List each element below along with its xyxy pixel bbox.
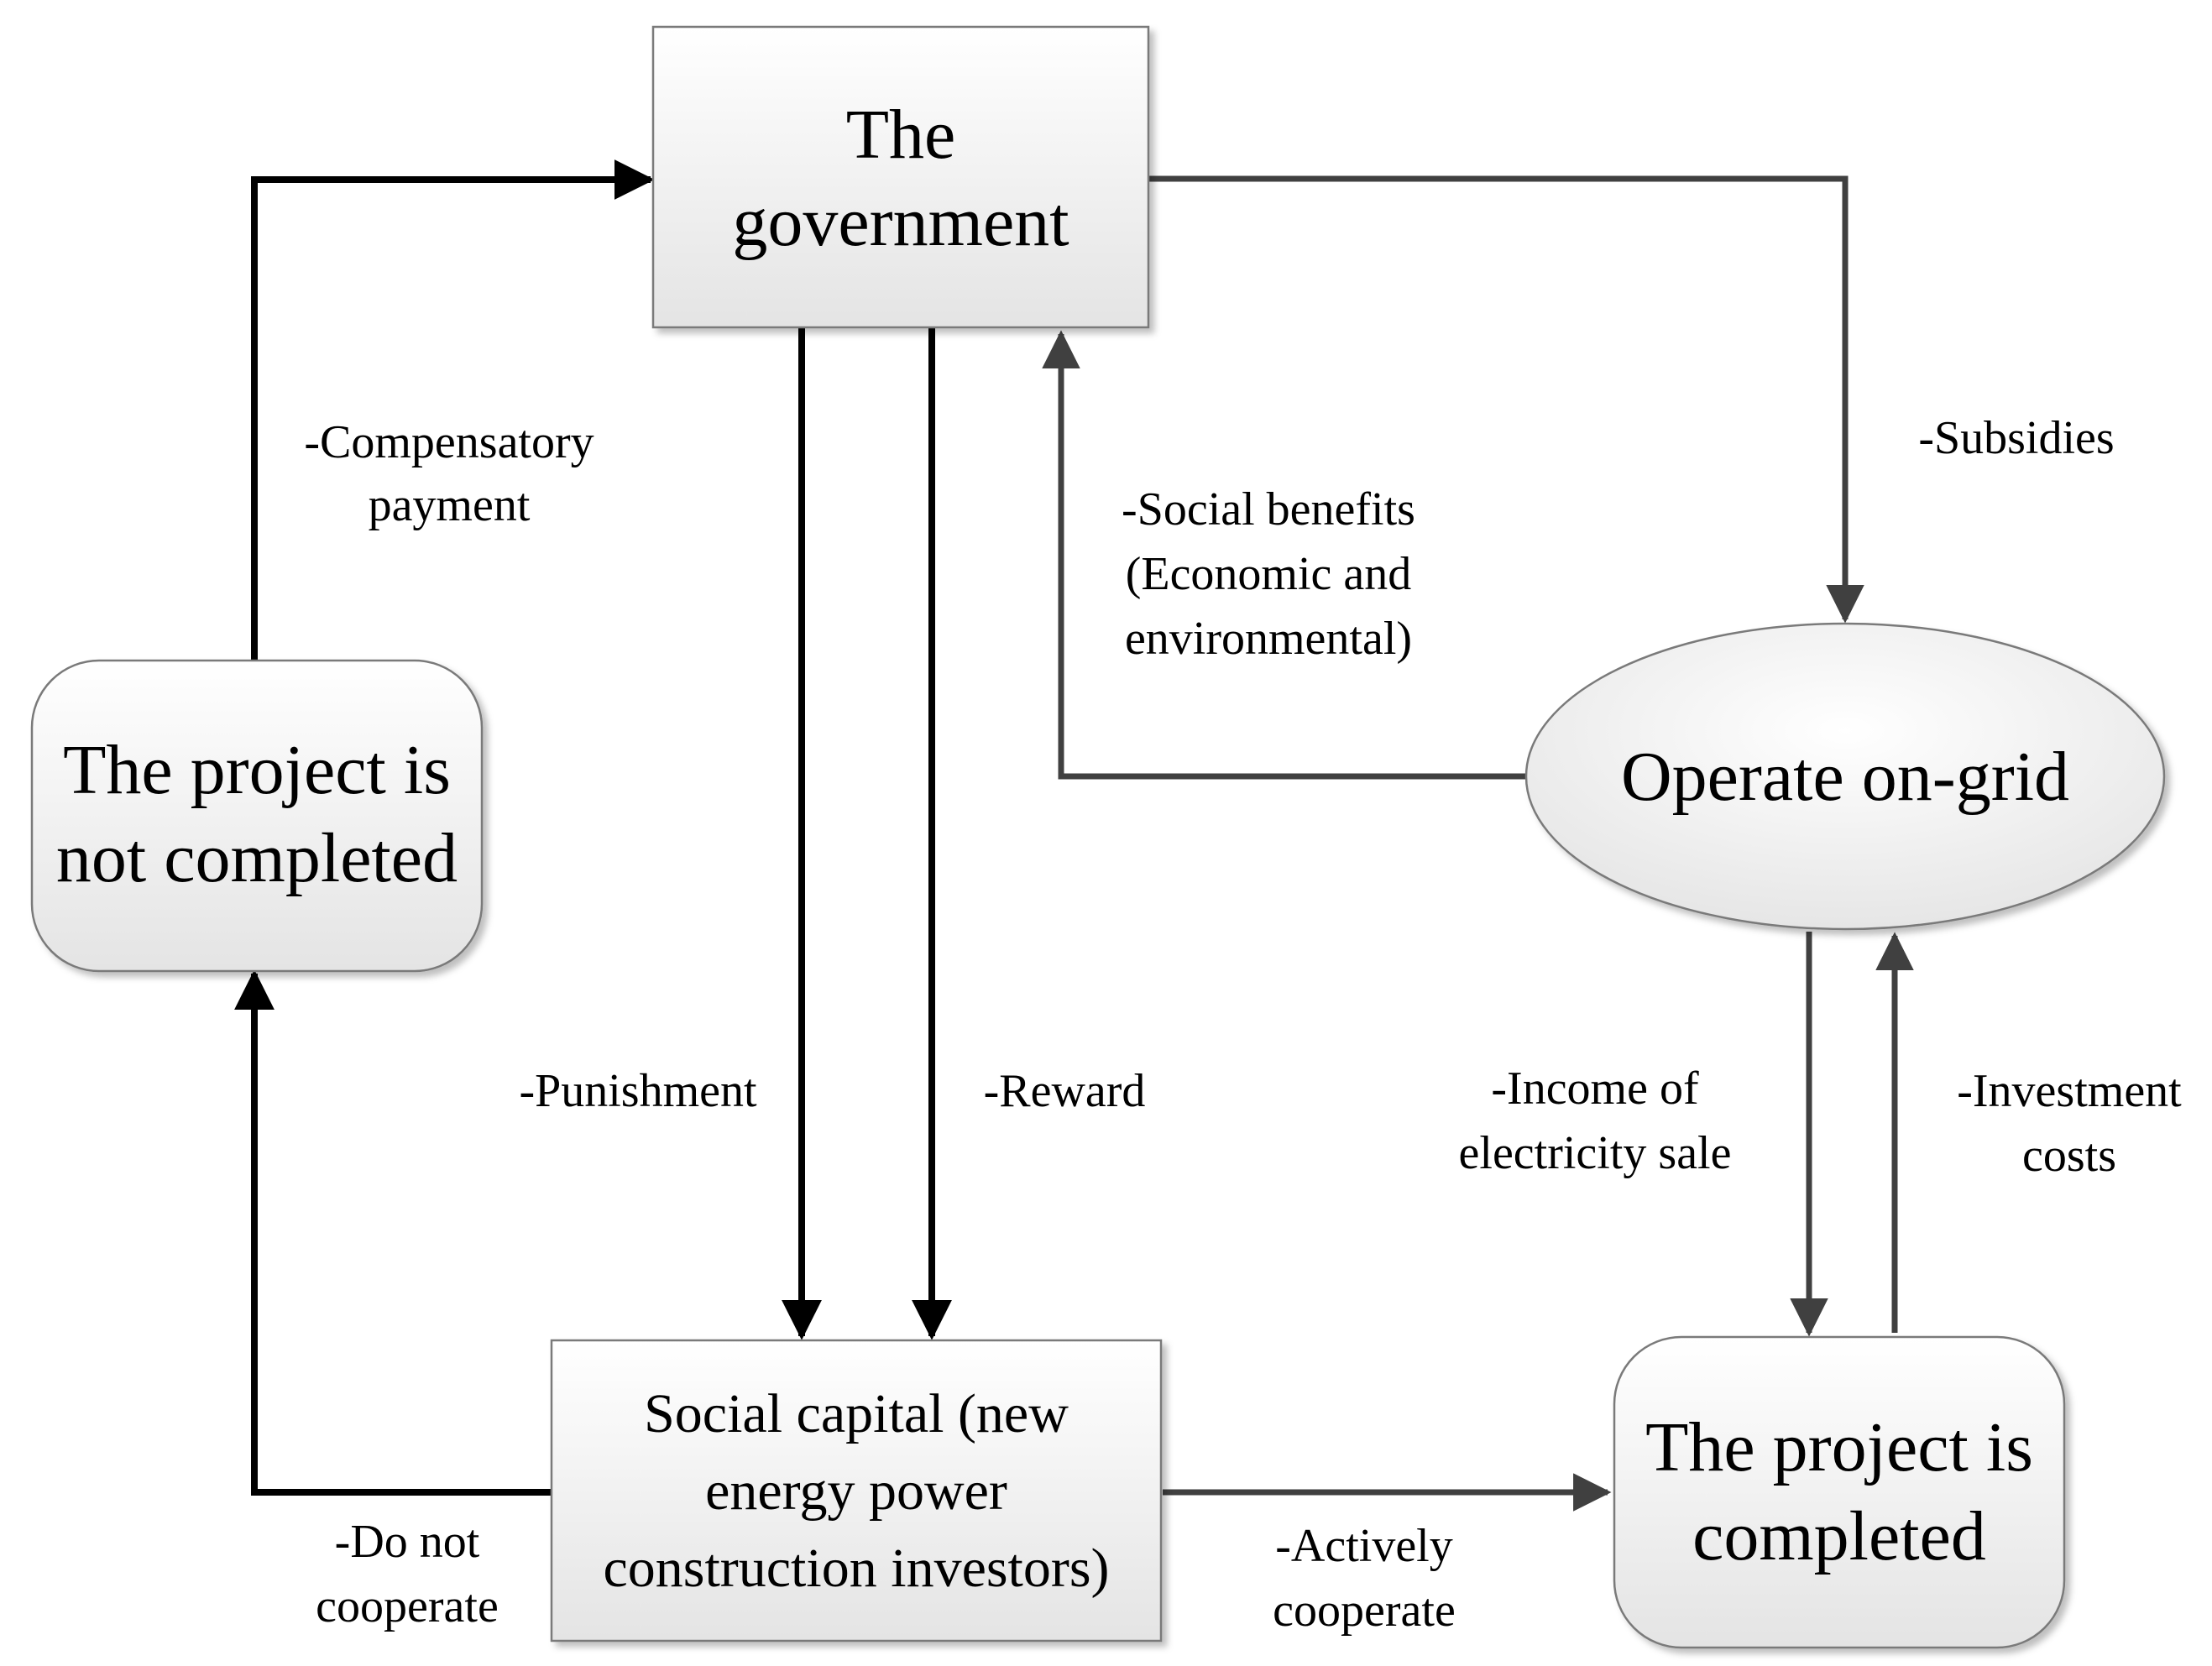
social-capital-line-3: construction investors) bbox=[603, 1538, 1109, 1599]
compensatory-line-2: payment bbox=[369, 479, 531, 531]
label-actively-cooperate: -Actively cooperate bbox=[1273, 1520, 1456, 1637]
compensatory-line-1: -Compensatory bbox=[304, 416, 594, 468]
label-income: -Income of electricity sale bbox=[1459, 1063, 1732, 1179]
operate-line-1: Operate on-grid bbox=[1621, 738, 2069, 816]
label-reward: -Reward bbox=[984, 1065, 1146, 1117]
edge-social-benefits bbox=[1042, 330, 1526, 780]
label-investment: -Investment costs bbox=[1957, 1065, 2182, 1182]
label-compensatory-payment: -Compensatory payment bbox=[304, 416, 594, 531]
social-capital-line-1: Social capital (new bbox=[644, 1383, 1069, 1444]
label-do-not-cooperate: -Do not cooperate bbox=[316, 1516, 499, 1632]
actively-cooperate-line-1: -Actively bbox=[1275, 1520, 1452, 1572]
investment-line-2: costs bbox=[2022, 1130, 2116, 1182]
social-capital-line-2: energy power bbox=[705, 1460, 1007, 1522]
completed-line-2: completed bbox=[1692, 1497, 1986, 1575]
social-benefits-line-2: (Economic and bbox=[1126, 548, 1412, 600]
node-government: The government bbox=[651, 25, 1150, 329]
government-line-2: government bbox=[732, 183, 1069, 261]
edge-subsidies bbox=[1148, 175, 1864, 624]
node-project-not-completed: The project is not completed bbox=[30, 659, 484, 973]
income-line-1: -Income of bbox=[1491, 1063, 1699, 1115]
not-completed-line-2: not completed bbox=[56, 819, 458, 897]
income-line-2: electricity sale bbox=[1459, 1127, 1732, 1179]
edge-do-not-cooperate bbox=[234, 969, 552, 1496]
investment-line-1: -Investment bbox=[1957, 1065, 2182, 1117]
label-punishment: -Punishment bbox=[519, 1065, 757, 1117]
actively-cooperate-line-2: cooperate bbox=[1273, 1585, 1456, 1637]
social-benefits-line-1: -Social benefits bbox=[1122, 483, 1415, 535]
node-project-completed: The project is completed bbox=[1613, 1335, 2066, 1649]
do-not-cooperate-line-2: cooperate bbox=[316, 1580, 499, 1632]
edge-compensatory-payment bbox=[251, 159, 655, 661]
label-subsidies: -Subsidies bbox=[1918, 412, 2114, 464]
government-line-1: The bbox=[846, 96, 956, 174]
social-benefits-line-3: environmental) bbox=[1125, 613, 1412, 665]
label-social-benefits: -Social benefits (Economic and environme… bbox=[1122, 483, 1415, 665]
node-operate-on-grid: Operate on-grid bbox=[1524, 622, 2166, 931]
do-not-cooperate-line-1: -Do not bbox=[335, 1516, 480, 1568]
not-completed-line-1: The project is bbox=[63, 731, 451, 809]
node-social-capital: Social capital (new energy power constru… bbox=[550, 1339, 1163, 1642]
completed-line-1: The project is bbox=[1645, 1408, 2033, 1486]
